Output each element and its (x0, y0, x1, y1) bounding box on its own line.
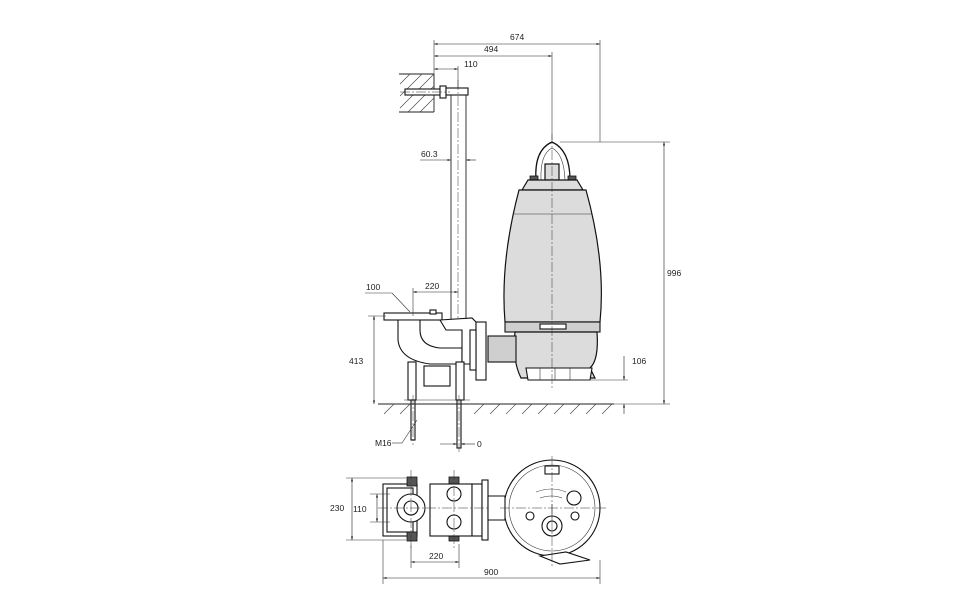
dim-label-110-plan: 110 (353, 504, 367, 514)
guide-rail (450, 80, 467, 330)
dim-label-220-plan: 220 (429, 551, 443, 561)
dim-label-106: 106 (632, 356, 646, 366)
plan-view-coupling (378, 470, 498, 548)
dim-label-110-top: 110 (464, 59, 478, 69)
dim-220-plan: 220 (410, 544, 460, 568)
upper-bracket (400, 85, 469, 99)
coupling-flange (475, 321, 487, 381)
dim-494: 494 (434, 44, 553, 140)
dim-label-996: 996 (667, 268, 681, 278)
dim-100: 100 (365, 282, 411, 313)
dim-230: 230 (330, 477, 406, 541)
dim-label-900: 900 (484, 567, 498, 577)
floor-line (378, 403, 614, 415)
dim-label-674: 674 (510, 32, 524, 42)
dim-106: 106 (570, 356, 646, 414)
motor-housing (503, 189, 602, 323)
dim-label-220-top: 220 (425, 281, 439, 291)
dim-label-60-3: 60.3 (421, 149, 438, 159)
dim-900: 900 (382, 540, 601, 584)
dim-label-0: 0 (477, 439, 482, 449)
dim-220-top: 220 (412, 281, 458, 316)
dim-110-top: 110 (434, 59, 478, 90)
pump-side-view (487, 134, 602, 390)
dim-413: 413 (349, 315, 386, 404)
dim-674: 674 (433, 32, 601, 142)
dim-label-494: 494 (484, 44, 498, 54)
dim-zero: 0 (440, 439, 482, 449)
dim-label-230: 230 (330, 503, 344, 513)
dim-label-100: 100 (366, 282, 380, 292)
auto-coupling-side (383, 309, 487, 452)
dim-label-413: 413 (349, 356, 363, 366)
plan-view-pump (487, 456, 606, 566)
dim-label-m16: M16 (375, 438, 392, 448)
dim-m16: M16 (375, 419, 418, 448)
dim-60-3: 60.3 (420, 149, 476, 162)
dim-110-plan: 110 (353, 493, 390, 523)
